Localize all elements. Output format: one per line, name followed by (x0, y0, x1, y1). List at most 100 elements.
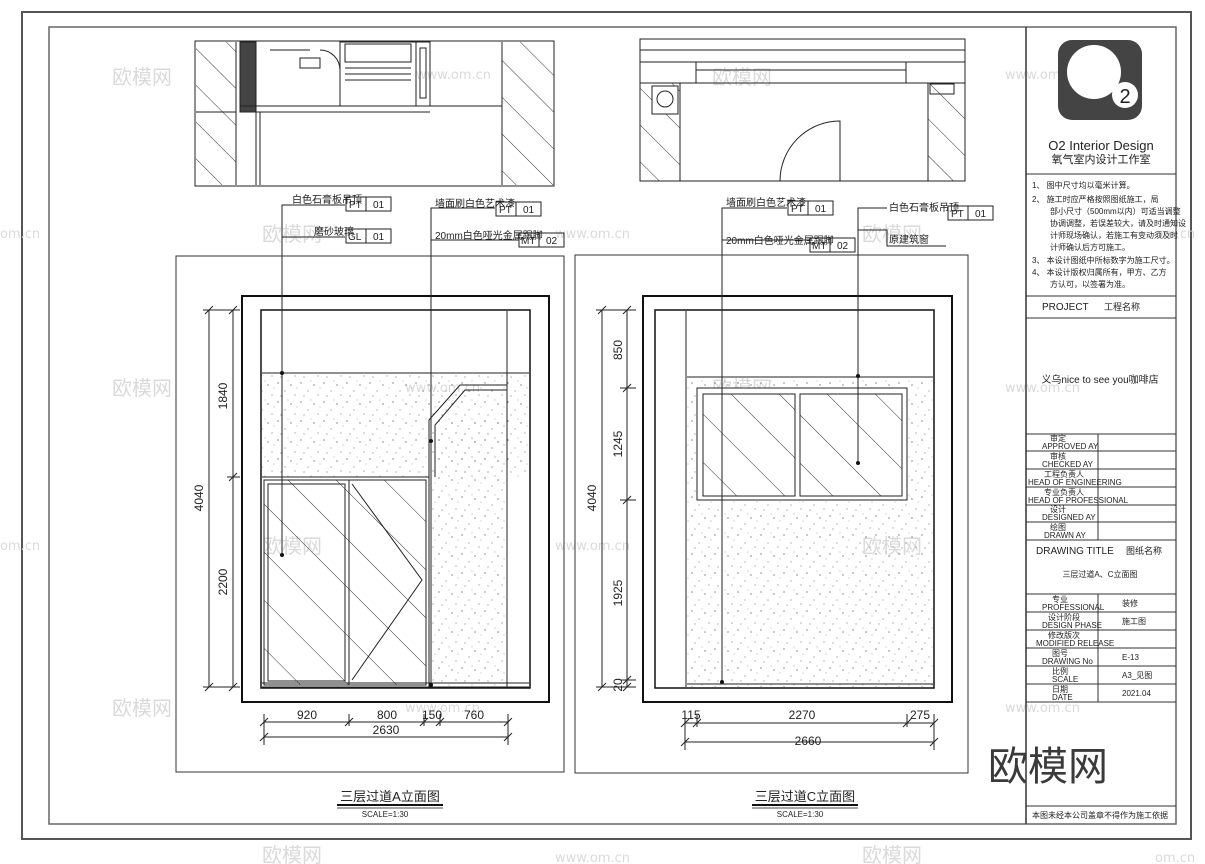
callout-num: 02 (546, 236, 558, 247)
row-en: HEAD OF PROFESSIONAL (1028, 496, 1129, 505)
callout-code: PT (791, 204, 804, 215)
dim-total-height: 4040 (585, 484, 599, 511)
drawing-scale: SCALE=1:30 (362, 810, 409, 819)
dim-vertical: 1925 (611, 579, 625, 606)
footer-note: 本图未经本公司盖章不得作为施工依据 (1032, 810, 1168, 820)
watermark-brand: 欧模网 (862, 843, 922, 864)
right-key-plan (639, 38, 966, 182)
watermark-url: om.cn (1155, 851, 1195, 864)
info-value: E-13 (1122, 653, 1139, 662)
watermark-brand: 欧模网 (262, 222, 322, 246)
callout-text: 白色石膏板吊顶 (889, 201, 959, 214)
drawing-title-label-cn: 图纸名称 (1126, 545, 1162, 556)
left-key-plan (194, 40, 555, 187)
note-line: 方认可，以签署为准。 (1050, 279, 1130, 289)
info-en: MODIFIED RELEASE (1036, 639, 1114, 648)
company-cn: 氧气室内设计工作室 (1052, 152, 1151, 166)
dim-horizontal: 2270 (789, 708, 816, 722)
sheet-outer-border (21, 11, 1192, 840)
watermark-url: www.om.cn (1005, 701, 1080, 716)
callout-num: 01 (523, 205, 535, 216)
dim-vertical: 1245 (611, 430, 625, 457)
callout-text: 磨砂玻璃 (314, 225, 354, 238)
info-cn: 图号 (1052, 649, 1068, 658)
callout-text: 墙面刷白色艺术漆 (726, 196, 806, 209)
dim-horizontal: 760 (464, 708, 484, 722)
watermark-url: om.cn (0, 539, 40, 554)
watermark-url: om.cn (0, 227, 40, 242)
row-cn: 绘图 (1050, 522, 1066, 532)
callout-num: 01 (373, 200, 385, 211)
info-en: PROFESSIONAL (1042, 603, 1105, 612)
watermark-url: www.om.cn (555, 851, 630, 864)
watermark-brand: 欧模网 (112, 65, 172, 89)
info-cn: 专业 (1052, 594, 1068, 604)
project-label-cn: 工程名称 (1104, 301, 1140, 312)
dim-horizontal: 800 (377, 708, 397, 722)
callout-text: 原建筑窗 (889, 233, 929, 246)
note-line: 协调调整，若误差较大，请及时通知设 (1050, 218, 1186, 228)
row-en: HEAD OF ENGINEERING (1028, 478, 1122, 487)
info-en: DRAWING No (1042, 657, 1093, 666)
callout-num: 01 (975, 209, 987, 220)
callout-code: PT (499, 205, 512, 216)
info-cn: 日期 (1052, 685, 1068, 694)
watermark-url: www.om.cn (555, 539, 630, 554)
note-line: 1、 图中尺寸均以毫米计算。 (1032, 180, 1135, 190)
dim-total-width: 2630 (373, 723, 400, 737)
dim-vertical: 2200 (216, 568, 230, 595)
note-line: 2、 施工时应严格按照图纸施工，局 (1032, 194, 1159, 204)
callout-code: PT (951, 209, 964, 220)
callout-num: 01 (373, 232, 385, 243)
notes: 1、 图中尺寸均以毫米计算。 2、 施工时应严格按照图纸施工，局 部小尺寸（50… (1032, 180, 1186, 289)
row-en: DRAWN AY (1044, 531, 1086, 540)
row-cn: 审定 (1050, 433, 1066, 443)
right-elevation: 墙面刷白色艺术漆 PT 01 20mm白色哑光金属踢脚 MT 02 白色石膏板吊… (574, 196, 994, 819)
callout-text: 墙面刷白色艺术漆 (435, 197, 515, 210)
watermark-url: www.om.cn (555, 227, 630, 242)
title-block: 2 O2 Interior Design 氧气室内设计工作室 1、 图中尺寸均以… (988, 27, 1186, 824)
watermark-url: www.om.cn (405, 701, 480, 716)
info-value: 施工图 (1122, 616, 1146, 626)
watermark-brand: 欧模网 (262, 843, 322, 864)
dim-total-height: 4040 (192, 484, 206, 511)
info-value: 装修 (1122, 598, 1138, 608)
watermark-url: om.cn (1155, 227, 1195, 242)
info-en: SCALE (1052, 675, 1078, 684)
info-en: DATE (1052, 693, 1073, 702)
dim-vertical: 850 (611, 340, 625, 360)
watermark-brand: 欧模网 (712, 65, 772, 89)
info-value: A3_见图 (1122, 671, 1152, 680)
dim-total-width: 2660 (795, 734, 822, 748)
dim-horizontal: 920 (297, 708, 317, 722)
callout-code: PT (349, 200, 362, 211)
callout-code: GL (348, 232, 362, 243)
info-cn: 比例 (1052, 666, 1068, 676)
row-cn: 工程负责人 (1044, 469, 1084, 479)
note-line: 部小尺寸（500mm以内）可适当调整 (1050, 206, 1181, 216)
drawing-title: 三层过道A立面图 (340, 789, 440, 804)
callout-text: 20mm白色哑光金属踢脚 (726, 234, 834, 247)
callout-num: 01 (815, 204, 827, 215)
project-name: 义乌nice to see you咖啡店 (1041, 373, 1158, 386)
dim-horizontal: 150 (422, 708, 442, 722)
callout-text: 20mm白色哑光金属踢脚 (435, 229, 543, 242)
row-cn: 设计 (1050, 504, 1066, 514)
drawing-title: 三层过道C立面图 (755, 789, 855, 804)
watermark-brand: 欧模网 (862, 222, 922, 246)
info-en: DESIGN PHASE (1042, 621, 1102, 630)
drawing-scale: SCALE=1:30 (777, 810, 824, 819)
company-en: O2 Interior Design (1048, 138, 1154, 153)
watermark-url: www.om.cn (1005, 381, 1080, 396)
note-line: 计师确认后方可施工。 (1050, 242, 1130, 252)
callout-code: MT (812, 241, 826, 252)
watermark-url: www.om.cn (416, 68, 491, 83)
project-label: PROJECT (1042, 302, 1089, 313)
info-cn: 设计阶段 (1048, 612, 1080, 622)
left-elevation: 白色石膏板吊顶 PT 01 磨砂玻璃 GL 01 墙面刷白色艺术漆 PT 01 … (175, 193, 565, 819)
callout-num: 02 (837, 241, 849, 252)
callout-code: MT (521, 236, 535, 247)
watermark-brand: 欧模网 (112, 376, 172, 400)
row-cn: 专业负责人 (1044, 487, 1084, 497)
